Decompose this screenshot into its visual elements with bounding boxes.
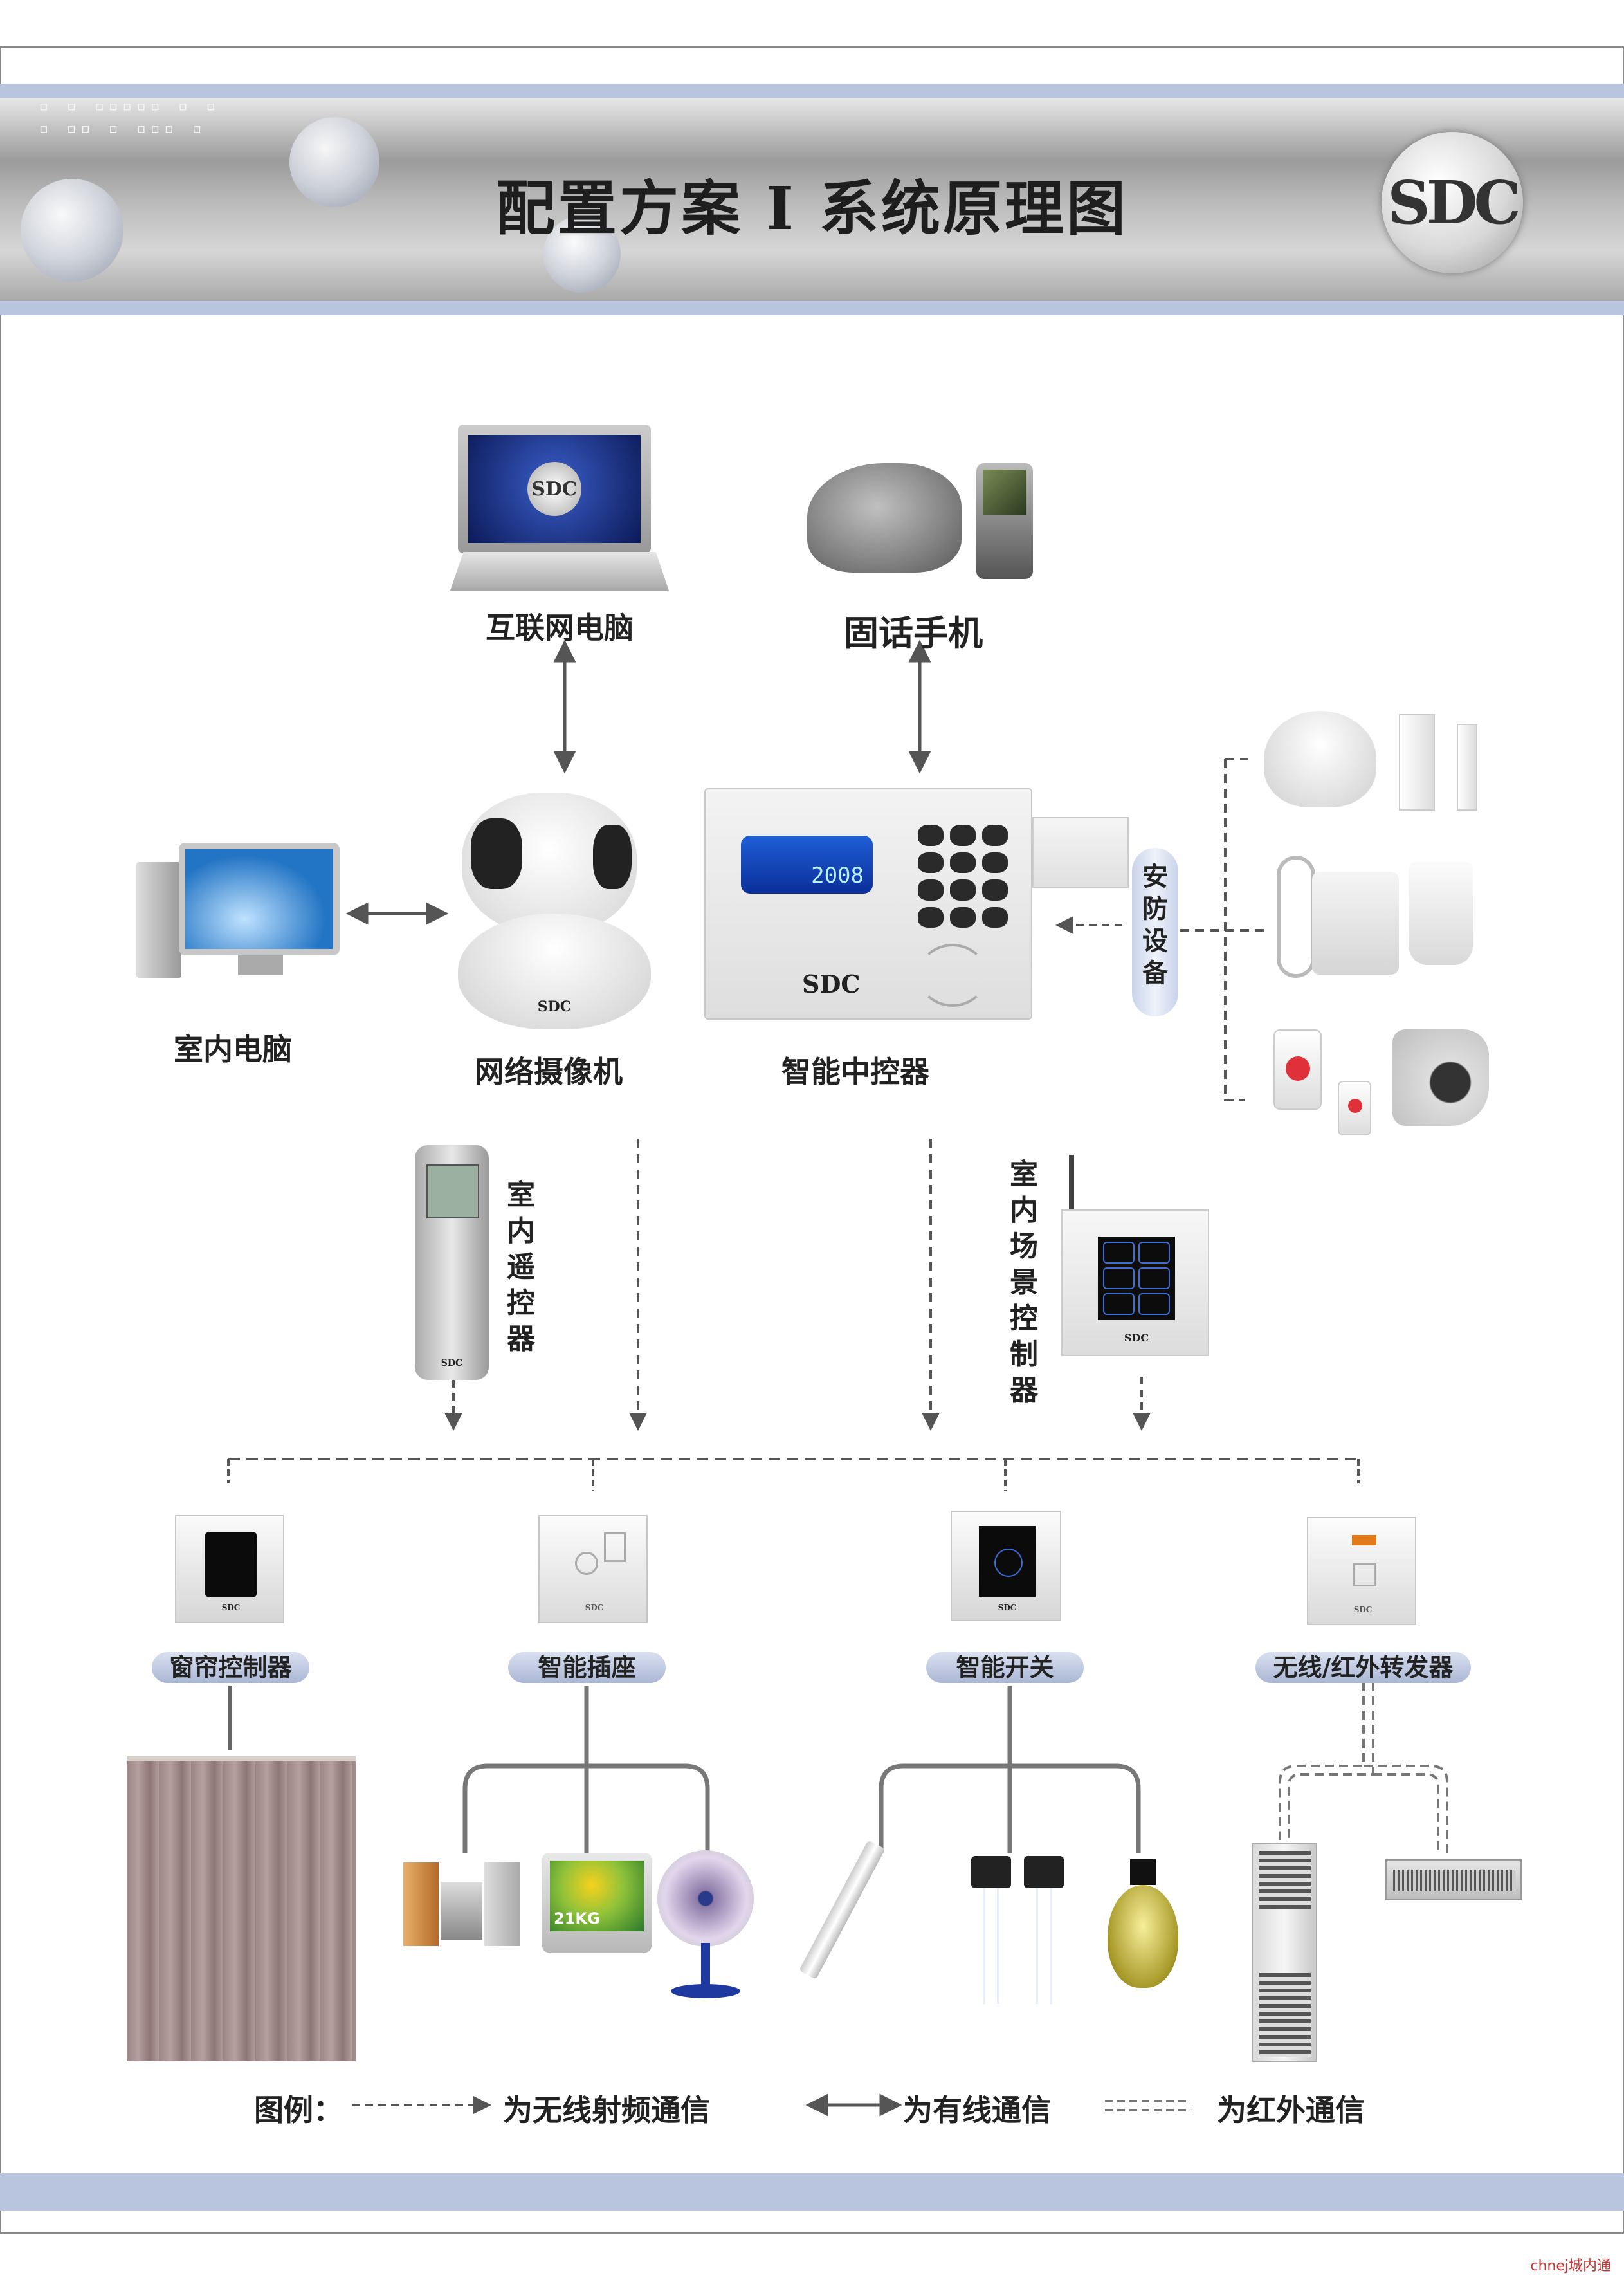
header-banner xyxy=(0,84,1624,315)
globe-icon xyxy=(289,117,379,207)
remote-screen xyxy=(426,1164,479,1218)
laptop-keyboard xyxy=(450,552,669,591)
smart-switch-panel: SDC xyxy=(951,1511,1061,1621)
laptop-label: 互联网电脑 xyxy=(486,611,634,645)
central-controller: 2008 SDC xyxy=(704,788,1032,1020)
floor-ac-icon xyxy=(1252,1843,1317,2062)
phone-label: 固话手机 xyxy=(844,613,983,654)
remote-label: 室内遥控器 xyxy=(507,1179,535,1356)
remote-control-icon: SDC xyxy=(415,1145,489,1380)
legend-ir-mark xyxy=(1105,2100,1191,2111)
controller-keypad xyxy=(918,825,1008,928)
pc-tower-icon xyxy=(136,862,181,978)
fan-icon xyxy=(657,1850,754,1947)
wired-socket-tree xyxy=(462,1686,710,1853)
legend-wired-text: 为有线通信 xyxy=(903,2093,1051,2128)
wall-ac-icon xyxy=(1385,1859,1522,1900)
page-title: 配置方案 I 系统原理图 xyxy=(495,174,1129,243)
footer-band xyxy=(0,2173,1624,2211)
scene-controller-buttons xyxy=(1098,1237,1175,1320)
cfl-bulb-icon xyxy=(971,1856,1011,2004)
panic-button-icon xyxy=(1273,1029,1322,1110)
legend-ir-text: 为红外通信 xyxy=(1217,2093,1365,2128)
ir-link-tree xyxy=(1279,1682,1448,1853)
tv-icon: 21KG xyxy=(542,1853,652,1953)
stereo-icon xyxy=(403,1862,520,1946)
outdoor-detector-icon xyxy=(1392,1029,1489,1126)
camera-base: SDC xyxy=(458,914,651,1029)
scene-controller-label: 室内场景控制器 xyxy=(1010,1158,1038,1407)
controller-lcd: 2008 xyxy=(741,836,873,894)
mobile-phone-icon xyxy=(976,463,1033,579)
ir-repeater-panel: SDC xyxy=(1307,1517,1416,1625)
door-magnet-icon xyxy=(1457,724,1477,811)
laptop-screen-frame: SDC xyxy=(458,425,651,553)
wired-switch-tree xyxy=(879,1686,1141,1853)
security-devices-label: 安防设备 xyxy=(1132,848,1178,1016)
cfl-bulb-icon xyxy=(1024,1856,1064,2004)
smart-switch-label: 智能开关 xyxy=(926,1652,1084,1683)
header-dot-pattern: ▫ ▫▫ ▫ ▫▫▫ ▫ xyxy=(39,119,206,138)
pir-sensor-icon xyxy=(1409,862,1473,965)
legend-prefix: 图例： xyxy=(254,2093,343,2128)
legend-rf-text: 为无线射频通信 xyxy=(503,2093,710,2128)
controller-label: 智能中控器 xyxy=(781,1054,929,1089)
laptop-screen: SDC xyxy=(468,435,641,543)
globe-icon xyxy=(543,216,621,293)
pc-monitor-icon xyxy=(179,843,340,955)
watermark: chnej城内通 xyxy=(1530,2258,1611,2274)
incandescent-bulb-icon xyxy=(1108,1859,1178,1994)
page-frame xyxy=(0,46,1624,2234)
desk-phone-icon xyxy=(807,463,962,573)
camera-head xyxy=(462,793,637,934)
camera-lens-right xyxy=(593,825,632,889)
globe-icon xyxy=(21,179,123,282)
ir-repeater-label: 无线/红外转发器 xyxy=(1255,1652,1471,1683)
gas-cable-icon xyxy=(1277,856,1315,978)
door-sensor-icon xyxy=(1399,714,1435,811)
camera-lens-left xyxy=(471,818,522,889)
sdc-logo: SDC xyxy=(1382,132,1523,273)
header-dot-pattern: ▫ ▫ ▫▫▫▫▫ ▫ ▫ xyxy=(39,97,220,116)
controller-side-panel xyxy=(1032,817,1129,888)
footer-line xyxy=(0,2232,1624,2234)
gas-detector-icon xyxy=(1312,872,1399,975)
curtain-controller-label: 窗帘控制器 xyxy=(152,1652,309,1683)
camera-label: 网络摄像机 xyxy=(475,1054,623,1089)
curtain-controller-panel: SDC xyxy=(175,1515,284,1623)
security-bracket xyxy=(1224,759,1245,1101)
laptop-sdc-logo: SDC xyxy=(527,462,581,516)
pc-monitor-stand xyxy=(238,955,283,975)
smart-socket-label: 智能插座 xyxy=(508,1652,666,1683)
smart-socket-panel: SDC xyxy=(538,1515,648,1623)
indoor-pc-label: 室内电脑 xyxy=(174,1032,292,1067)
panic-fob-icon xyxy=(1338,1081,1371,1135)
controller-brand: SDC xyxy=(802,970,861,998)
smoke-detector-icon xyxy=(1264,711,1376,807)
scene-controller-panel: SDC xyxy=(1061,1209,1209,1356)
scene-antenna xyxy=(1069,1155,1074,1258)
curtain-photo xyxy=(127,1756,356,2061)
tv-screen: 21KG xyxy=(550,1861,644,1931)
controller-speaker xyxy=(918,944,987,1007)
